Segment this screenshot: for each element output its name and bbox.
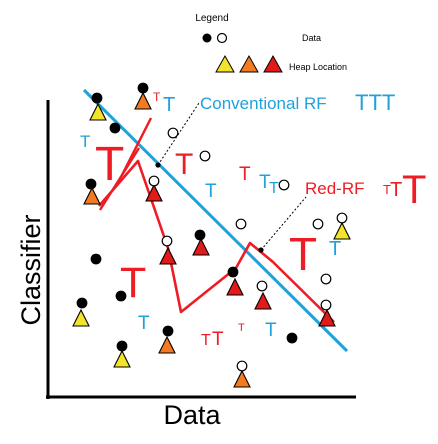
heap-location-marker-9 (333, 221, 351, 240)
t-glyph-2: T (95, 138, 124, 191)
t-glyph-10: T (383, 182, 391, 197)
filled-data-point-20 (115, 290, 127, 302)
t-glyph-18: T (212, 329, 224, 350)
axes: Classifier Data (16, 100, 356, 430)
y-axis-label: Classifier (16, 214, 46, 325)
t-glyph-9: T (269, 180, 279, 197)
open-data-point-7 (148, 175, 160, 187)
t-glyph-14: T (329, 238, 341, 260)
filled-data-point-13 (227, 266, 239, 278)
filled-data-point-22 (162, 325, 174, 337)
filled-data-point-10 (194, 229, 206, 241)
t-glyph-20: T (265, 320, 277, 341)
red-rf-leader-dot (258, 247, 264, 253)
legend-data-label: Data (302, 33, 321, 43)
conventional-leader-dot (155, 162, 161, 168)
t-glyph-19: T (238, 322, 245, 334)
open-data-point-5 (167, 127, 179, 139)
conventional-rf-curve (82, 88, 349, 353)
filled-data-point-3 (85, 178, 97, 190)
legend-heap-orange (239, 54, 259, 73)
legend-open-dot (216, 32, 228, 44)
open-data-point-16 (336, 212, 348, 224)
t-glyph-5: T (175, 148, 193, 181)
red-rf-leader (260, 196, 307, 251)
red-rf-curve (98, 159, 335, 323)
conventional-rf-ttt: TTT (355, 90, 395, 115)
x-axis-label: Data (163, 400, 221, 430)
open-data-point-15 (312, 218, 324, 230)
t-glyph-11: T (390, 179, 402, 201)
heap-location-marker-5 (159, 246, 177, 265)
legend-filled-dot (202, 33, 212, 43)
t-glyph-16: T (138, 313, 150, 334)
legend-title: Legend (195, 13, 228, 24)
heap-location-marker-10 (72, 308, 90, 327)
open-data-point-18 (320, 299, 332, 311)
t-glyph-1: T (80, 132, 90, 151)
heap-location-marker-14 (318, 308, 336, 327)
t-glyph-17: T (201, 332, 211, 349)
red-rf-spike-b (98, 147, 141, 211)
filled-data-point-19 (76, 297, 88, 309)
filled-data-point-21 (116, 340, 128, 352)
legend-heap-label: Heap Location (289, 62, 347, 72)
filled-data-point-4 (137, 82, 149, 94)
legend-heap-yellow (215, 54, 235, 73)
conventional-rf-label: Conventional RF (200, 94, 327, 113)
legend: Legend Data Heap Location (195, 13, 347, 73)
filled-data-point-1 (91, 92, 103, 104)
heap-location-marker-1 (89, 102, 107, 121)
legend-heap-red (263, 54, 283, 73)
filled-data-point-12 (90, 253, 102, 265)
t-glyph-3: T (153, 90, 161, 104)
open-data-point-17 (320, 273, 332, 285)
open-data-point-24 (236, 360, 248, 372)
heap-location-marker-12 (158, 335, 176, 354)
heap-location-marker-4 (145, 183, 163, 202)
heap-location-layer (72, 91, 351, 388)
t-glyph-8: T (259, 172, 271, 193)
open-data-point-11 (235, 218, 247, 230)
heap-location-marker-6 (192, 237, 210, 256)
filled-data-point-2 (109, 122, 121, 134)
heap-location-marker-2 (83, 186, 101, 205)
open-data-point-14 (256, 280, 268, 292)
t-glyph-7: T (239, 164, 251, 185)
filled-data-point-23 (286, 332, 298, 344)
heap-location-marker-3 (134, 91, 152, 110)
t-glyph-13: T (289, 228, 317, 280)
heap-location-marker-7 (226, 277, 244, 296)
open-data-point-8 (278, 179, 290, 191)
t-glyph-4: T (163, 94, 175, 116)
open-data-point-9 (161, 235, 173, 247)
heap-location-marker-8 (254, 291, 272, 310)
t-glyph-12: T (402, 168, 426, 212)
open-data-point-6 (199, 150, 211, 162)
t-glyph-6: T (205, 181, 217, 202)
data-point-layer (76, 82, 348, 372)
heap-location-marker-11 (113, 349, 131, 368)
red-rf-label: Red-RF (305, 179, 365, 198)
conventional-leader (157, 102, 200, 166)
heap-location-marker-13 (233, 369, 251, 388)
